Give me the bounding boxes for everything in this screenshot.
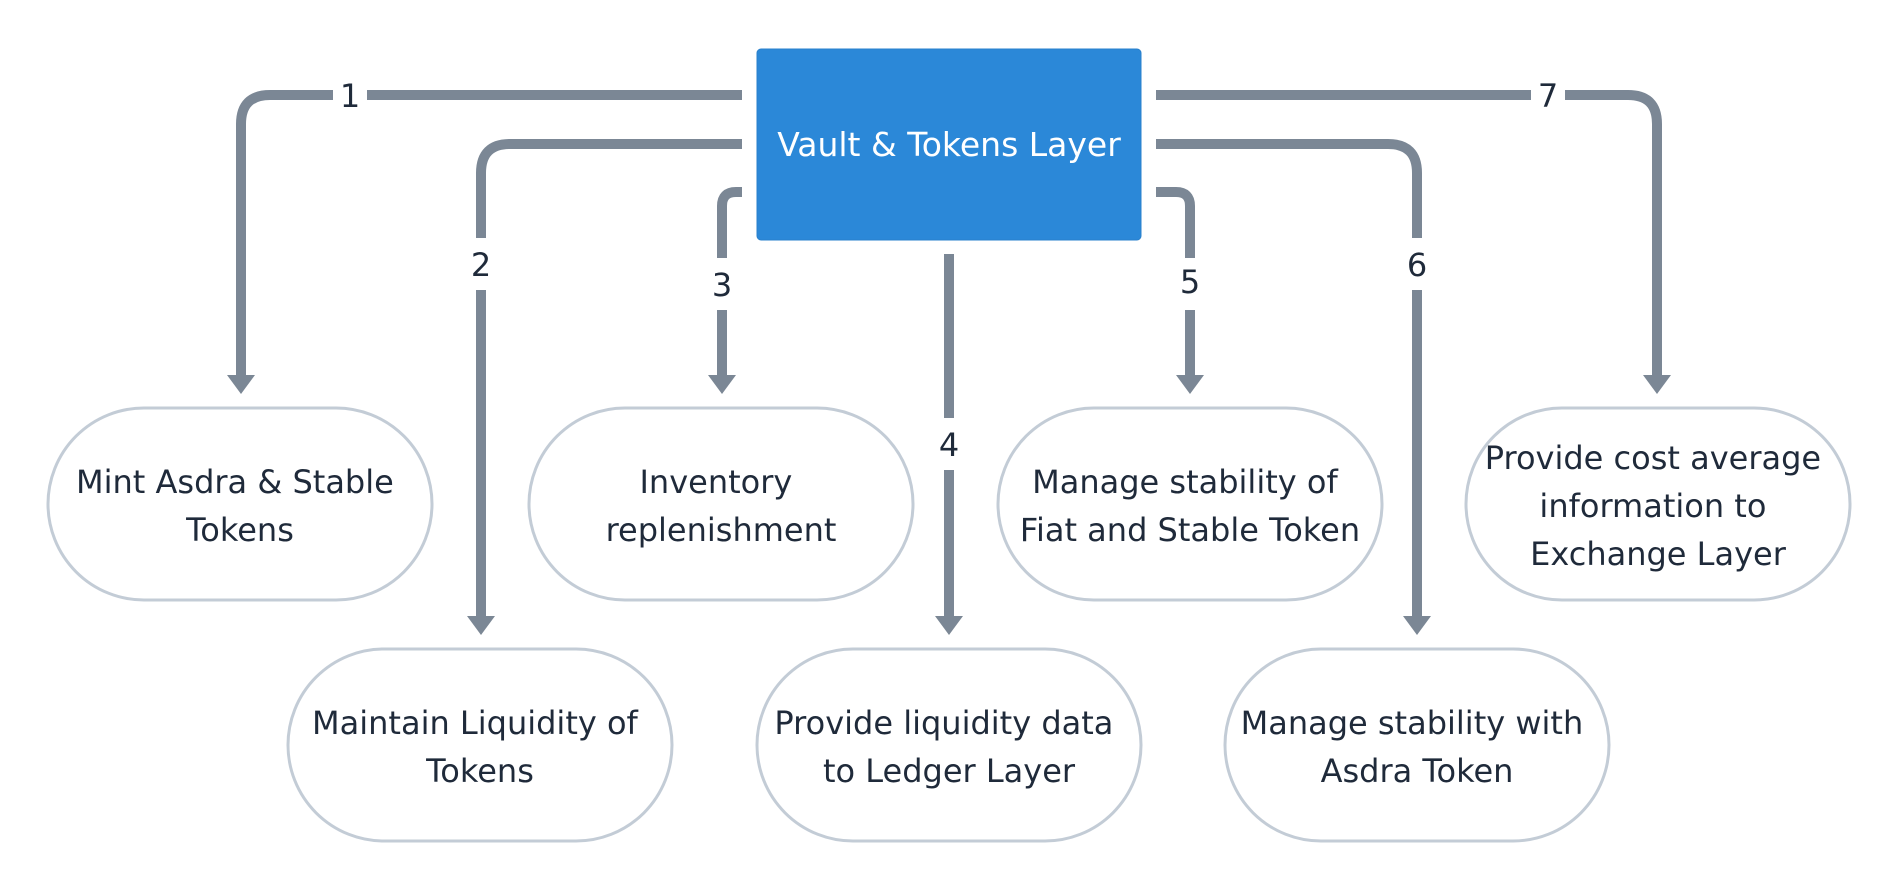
node-3-shape	[527, 406, 915, 602]
edge-7-label: 7	[1538, 77, 1558, 115]
node-2-text: Maintain Liquidity of Tokens	[312, 704, 648, 790]
node-mint-tokens[interactable]: Mint Asdra & Stable Tokens	[46, 406, 434, 602]
node-maintain-liquidity[interactable]: Maintain Liquidity of Tokens	[286, 647, 674, 843]
node-provide-liquidity-data[interactable]: Provide liquidity data to Ledger Layer	[755, 647, 1143, 843]
node-5-text: Manage stability of Fiat and Stable Toke…	[1020, 463, 1360, 549]
edge-1-line	[236, 90, 742, 375]
edge-2-label: 2	[471, 246, 491, 284]
node-2-shape	[286, 647, 674, 843]
edge-5-line	[1156, 187, 1195, 375]
edge-2-line	[476, 139, 742, 616]
nodes: Mint Asdra & Stable Tokens Maintain Liqu…	[46, 406, 1852, 843]
node-6-text: Manage stability with Asdra Token	[1241, 704, 1594, 790]
node-7-shape	[1464, 406, 1852, 602]
node-5-shape	[996, 406, 1384, 602]
edge-6-line	[1156, 139, 1422, 616]
root-label: Vault & Tokens Layer	[777, 125, 1121, 164]
node-3-text: Inventory replenishment	[606, 463, 837, 549]
edge-3-line	[717, 187, 742, 375]
edge-6-label: 6	[1407, 246, 1427, 284]
edges: 1 2 3 4 5 6 7	[227, 77, 1671, 635]
node-inventory-replenishment[interactable]: Inventory replenishment	[527, 406, 915, 602]
edge-7-line	[1156, 90, 1662, 375]
root-node[interactable]: Vault & Tokens Layer	[756, 48, 1142, 241]
edge-2-arrowhead	[467, 616, 495, 635]
node-1-shape	[46, 406, 434, 602]
edge-3-arrowhead	[708, 375, 736, 394]
edge-3-label: 3	[712, 266, 732, 304]
root-box	[756, 48, 1142, 241]
edge-4-label: 4	[939, 426, 959, 464]
edge-1-label: 1	[340, 77, 360, 115]
node-6-shape	[1223, 647, 1611, 843]
node-provide-cost-average[interactable]: Provide cost average information to Exch…	[1464, 406, 1852, 602]
node-manage-asdra-stability[interactable]: Manage stability with Asdra Token	[1223, 647, 1611, 843]
edge-5-label: 5	[1180, 263, 1200, 301]
node-4-text: Provide liquidity data to Ledger Layer	[774, 704, 1123, 790]
edge-5-arrowhead	[1176, 375, 1204, 394]
edge-7-arrowhead	[1643, 375, 1671, 394]
edge-4-arrowhead	[935, 616, 963, 635]
node-1-text: Mint Asdra & Stable Tokens	[76, 463, 404, 549]
edge-6-arrowhead	[1403, 616, 1431, 635]
node-7-text: Provide cost average information to Exch…	[1485, 439, 1832, 573]
edge-1-arrowhead	[227, 375, 255, 394]
node-manage-fiat-stability[interactable]: Manage stability of Fiat and Stable Toke…	[996, 406, 1384, 602]
node-4-shape	[755, 647, 1143, 843]
